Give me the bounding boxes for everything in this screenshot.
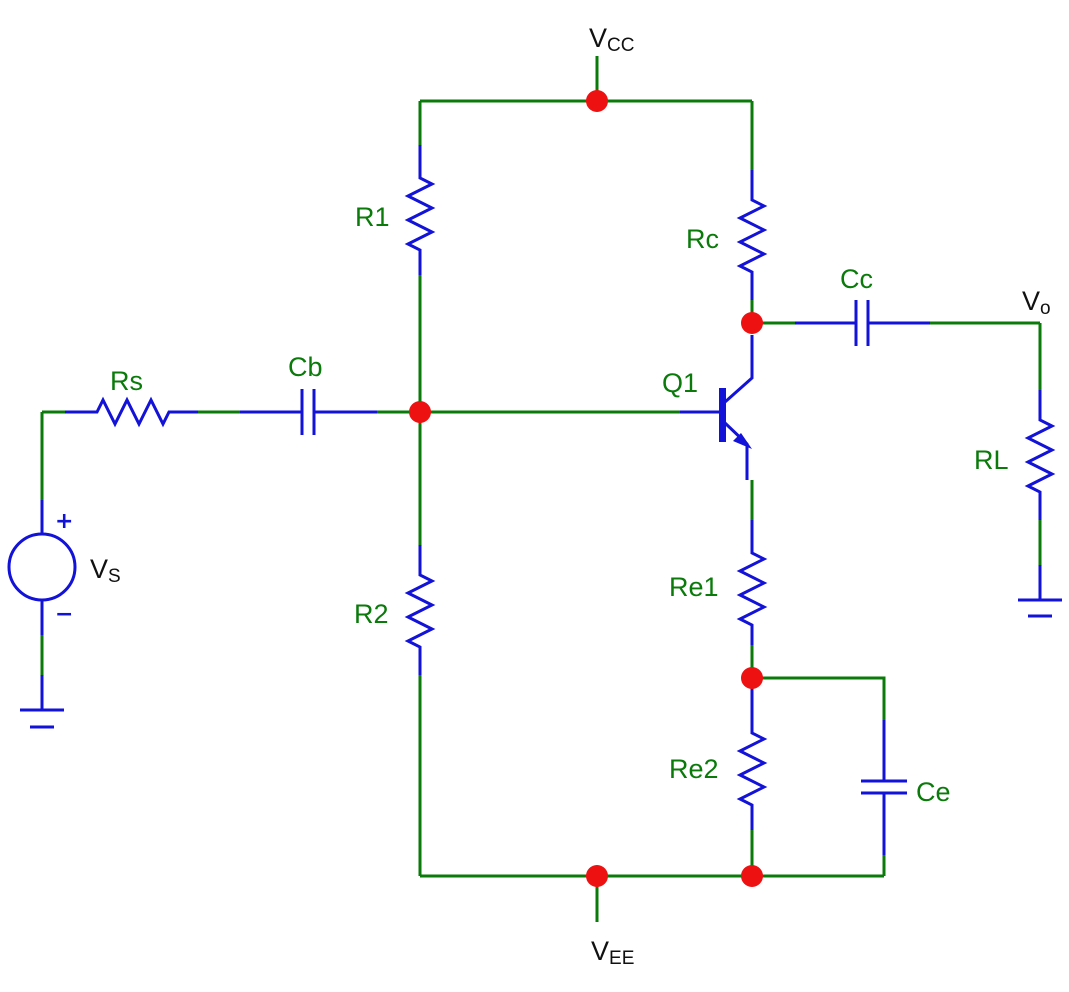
ground-symbol-load: [1018, 565, 1062, 618]
components: [7, 145, 1062, 855]
transistor-q1: [680, 335, 754, 480]
label-ce: Ce: [916, 777, 951, 807]
label-re1: Re1: [669, 572, 719, 602]
node-vee-right: [741, 865, 763, 887]
ground-symbol-source: [20, 675, 64, 729]
label-vee: VEE: [591, 936, 634, 969]
label-rc: Rc: [686, 224, 719, 254]
polarity-plus: +: [55, 509, 73, 534]
label-rl: RL: [974, 445, 1009, 475]
resistor-rl: [1024, 390, 1056, 520]
resistor-r2: [404, 545, 436, 675]
node-collector: [741, 312, 763, 334]
label-vcc: VCC: [589, 23, 634, 56]
polarity-minus: −: [55, 602, 73, 627]
capacitor-ce: [861, 720, 907, 855]
resistor-rc: [736, 170, 768, 300]
label-rs: Rs: [110, 366, 143, 396]
label-vs: VS: [90, 554, 121, 587]
label-cc: Cc: [840, 264, 873, 294]
label-re2: Re2: [669, 754, 719, 784]
label-q1: Q1: [662, 368, 698, 398]
capacitor-cc: [795, 300, 930, 346]
resistor-rs: [65, 396, 198, 428]
resistor-re2: [736, 678, 768, 830]
capacitor-cb: [240, 389, 377, 435]
labels: VCC VEE Vo VS R1 R2 Rc Rs Cb Cc Ce Q1 Re…: [55, 23, 1051, 969]
label-cb: Cb: [288, 352, 323, 382]
node-emitter-mid: [741, 667, 763, 689]
label-vo: Vo: [1022, 286, 1051, 319]
resistor-r1: [404, 145, 436, 275]
node-vee: [586, 865, 608, 887]
resistor-re1: [736, 520, 768, 645]
label-r1: R1: [355, 202, 390, 232]
junction-nodes: [409, 90, 763, 887]
wire-ce-top: [752, 676, 886, 720]
label-r2: R2: [354, 599, 389, 629]
node-base: [409, 401, 431, 423]
voltage-source-vs: [7, 500, 77, 635]
node-vcc: [586, 90, 608, 112]
